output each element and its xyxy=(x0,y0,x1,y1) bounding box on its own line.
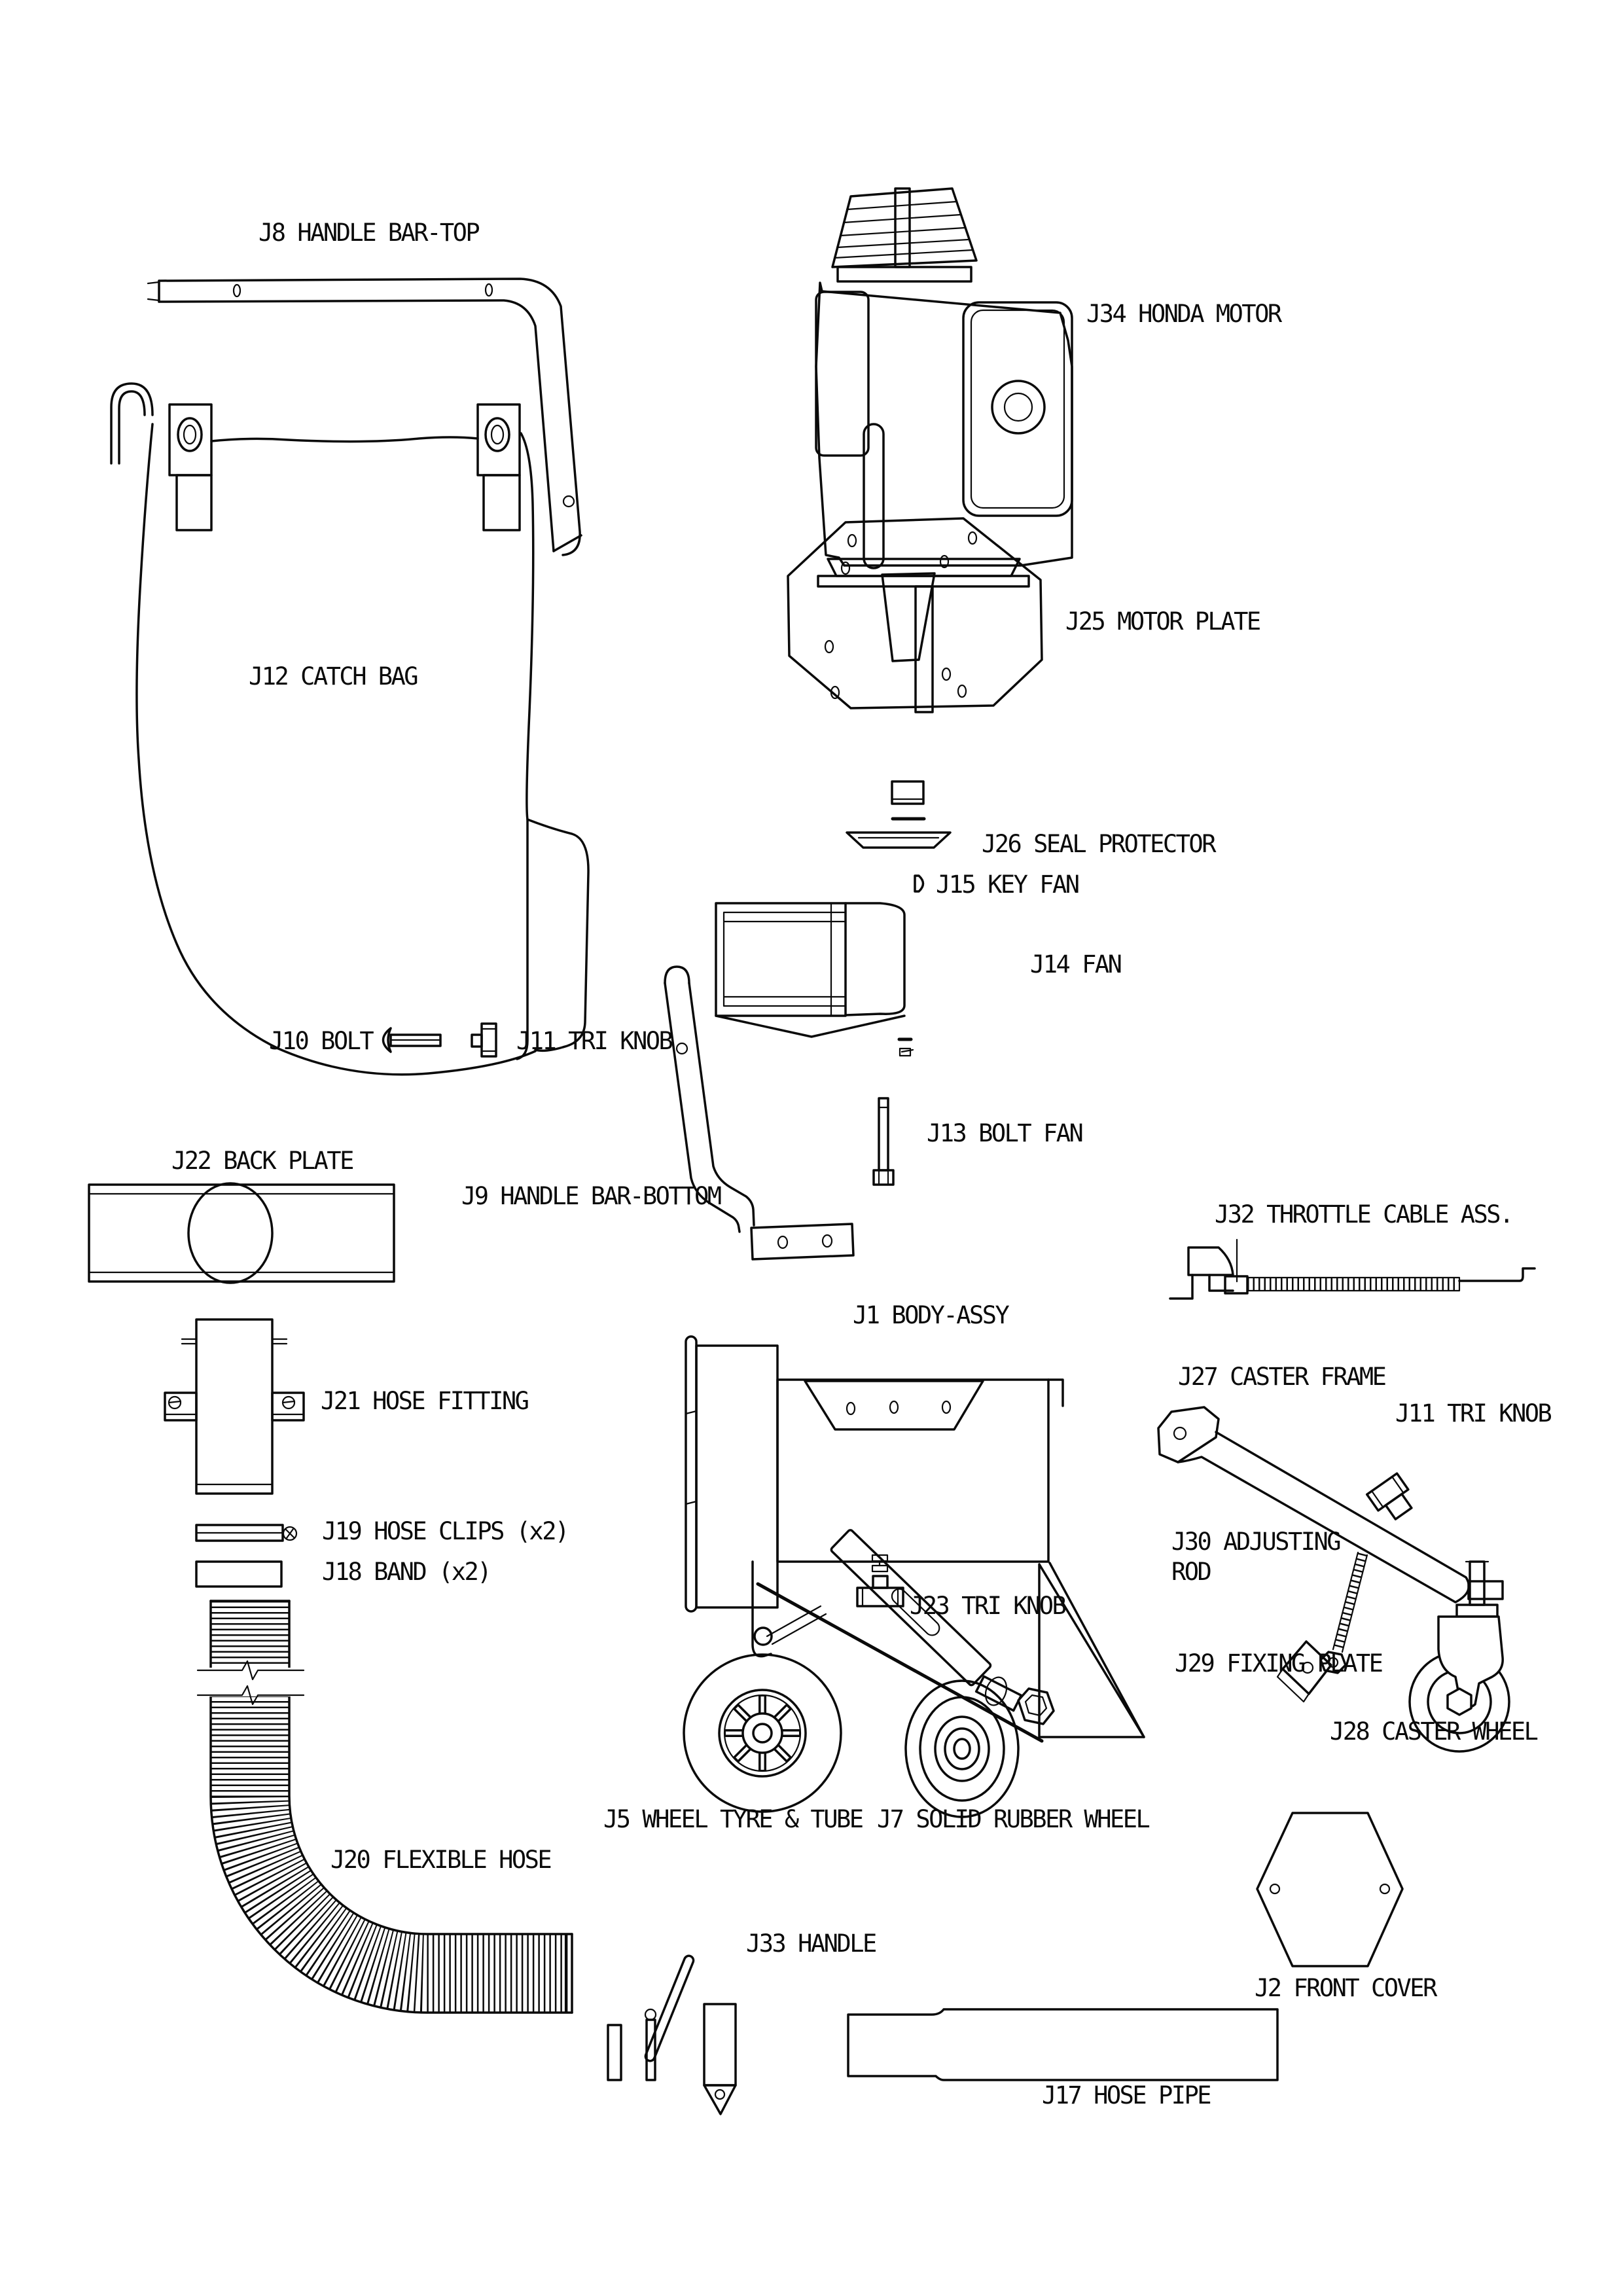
part-label-J9: J9 HANDLE BAR-BOTTOM xyxy=(461,1182,721,1210)
flexible-hose-drawing xyxy=(194,1600,573,2014)
hose-clip-drawing xyxy=(195,1524,298,1542)
fan-drawing xyxy=(715,902,906,1038)
part-label-J23: J23 TRI KNOB xyxy=(910,1592,1066,1620)
part-label-J15: J15 KEY FAN xyxy=(936,870,1079,899)
part-label-J8: J8 HANDLE BAR-TOP xyxy=(259,219,479,247)
back-plate-drawing xyxy=(88,1182,395,1284)
bolt-drawing xyxy=(382,1027,442,1053)
part-label-J10: J10 BOLT xyxy=(269,1027,374,1055)
handle-drawing xyxy=(607,1954,737,2115)
hose-pipe-drawing xyxy=(847,2008,1279,2081)
caster-frame-drawing xyxy=(1157,1406,1504,1604)
part-label-J33: J33 HANDLE xyxy=(746,1929,876,1958)
hose-fitting-drawing xyxy=(164,1318,305,1495)
part-label-J17: J17 HOSE PIPE xyxy=(1042,2081,1210,2109)
key-fan-drawing xyxy=(914,874,925,893)
part-label-J14: J14 FAN xyxy=(1030,950,1121,978)
part-label-J21: J21 HOSE FITTING xyxy=(321,1387,528,1415)
tri-knob-left-drawing xyxy=(471,1022,497,1058)
front-cover-drawing xyxy=(1256,1812,1404,1967)
bolt-fan-drawing xyxy=(872,1037,914,1186)
part-label-J19: J19 HOSE CLIPS (x2) xyxy=(322,1517,568,1545)
throttle-cable-drawing xyxy=(1169,1238,1536,1300)
wheel-tyre-tube-drawing xyxy=(683,1653,842,1813)
part-label-J1: J1 BODY-ASSY xyxy=(853,1301,1010,1329)
handle-bar-bottom-drawing xyxy=(664,965,855,1261)
part-labels: J8 HANDLE BAR-TOP J34 HONDA MOTOR J25 MOTO… xyxy=(171,219,1553,2109)
part-label-J27: J27 CASTER FRAME xyxy=(1178,1363,1385,1391)
tri-knob-right-drawing xyxy=(1365,1472,1413,1520)
seal-protector-drawing xyxy=(846,780,952,849)
part-label-J29: J29 FIXING PLATE xyxy=(1175,1649,1382,1677)
motor-plate-drawing xyxy=(787,517,1043,709)
part-label-J18: J18 BAND (x2) xyxy=(322,1558,490,1586)
band-drawing xyxy=(195,1560,283,1588)
handle-bar-top-drawing xyxy=(147,278,582,556)
part-label-J7: J7 SOLID RUBBER WHEEL xyxy=(877,1805,1150,1833)
part-label-J34: J34 HONDA MOTOR xyxy=(1086,300,1283,328)
part-label-J2: J2 FRONT COVER xyxy=(1255,1974,1438,2002)
honda-motor-drawing xyxy=(815,187,1073,713)
part-label-J20: J20 FLEXIBLE HOSE xyxy=(330,1846,550,1874)
solid-rubber-wheel-drawing xyxy=(904,1679,1020,1818)
part-label-J22: J22 BACK PLATE xyxy=(171,1147,353,1175)
caster-wheel-drawing xyxy=(1408,1560,1510,1753)
part-label-J11a: J11 TRI KNOB xyxy=(516,1027,673,1055)
body-assy-drawing xyxy=(685,1335,1145,1743)
part-label-J13: J13 BOLT FAN xyxy=(927,1119,1082,1147)
part-label-J28: J28 CASTER WHEEL xyxy=(1330,1717,1538,1746)
part-label-J5: J5 WHEEL TYRE & TUBE xyxy=(603,1805,863,1833)
part-label-J32: J32 THROTTLE CABLE ASS. xyxy=(1215,1200,1512,1229)
part-label-J26: J26 SEAL PROTECTOR xyxy=(982,830,1217,858)
fixing-plate-drawing xyxy=(1276,1640,1332,1703)
part-label-J12: J12 CATCH BAG xyxy=(249,662,417,691)
part-label-J11b: J11 TRI KNOB xyxy=(1395,1399,1552,1427)
part-label-J25: J25 MOTOR PLATE xyxy=(1065,607,1260,636)
catch-bag-drawing xyxy=(110,382,590,1076)
